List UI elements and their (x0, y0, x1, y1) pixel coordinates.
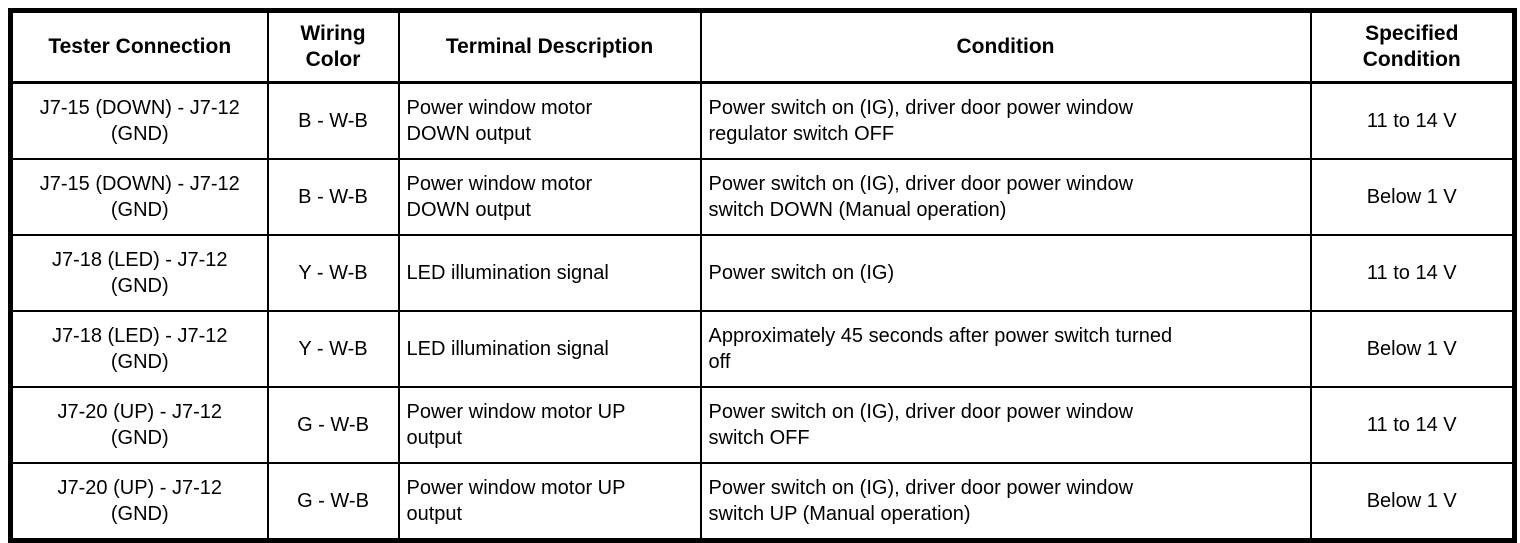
cell-condition: Approximately 45 seconds after power swi… (699, 310, 1312, 388)
cell-wiring-color: G - W-B (266, 462, 400, 542)
table-row: J7-15 (DOWN) - J7-12 (GND) B - W-B Power… (9, 158, 1516, 236)
header-wiring-color: Wiring Color (266, 9, 400, 84)
table-row: J7-15 (DOWN) - J7-12 (GND) B - W-B Power… (9, 81, 1516, 160)
cell-wiring-color: B - W-B (266, 81, 400, 160)
cell-terminal-description: Power window motor DOWN output (397, 158, 702, 236)
cell-terminal-description: Power window motor UP output (397, 386, 702, 464)
cell-condition: Power switch on (IG) (699, 234, 1312, 312)
cell-condition: Power switch on (IG), driver door power … (699, 158, 1312, 236)
cell-wiring-color: B - W-B (266, 158, 400, 236)
cell-specified-condition: 11 to 14 V (1309, 81, 1516, 160)
cell-terminal-description: LED illumination signal (397, 234, 702, 312)
cell-tester-connection: J7-18 (LED) - J7-12 (GND) (9, 234, 269, 312)
table-row: J7-18 (LED) - J7-12 (GND) Y - W-B LED il… (9, 234, 1516, 312)
cell-condition: Power switch on (IG), driver door power … (699, 81, 1312, 160)
cell-terminal-description: Power window motor DOWN output (397, 81, 702, 160)
cell-condition: Power switch on (IG), driver door power … (699, 462, 1312, 542)
cell-wiring-color: Y - W-B (266, 234, 400, 312)
cell-terminal-description: LED illumination signal (397, 310, 702, 388)
table-row: J7-18 (LED) - J7-12 (GND) Y - W-B LED il… (9, 310, 1516, 388)
cell-specified-condition: 11 to 14 V (1309, 234, 1516, 312)
header-condition: Condition (699, 9, 1312, 84)
cell-tester-connection: J7-20 (UP) - J7-12 (GND) (9, 462, 269, 542)
cell-tester-connection: J7-15 (DOWN) - J7-12 (GND) (9, 158, 269, 236)
cell-specified-condition: Below 1 V (1309, 158, 1516, 236)
table-header-row: Tester Connection Wiring Color Terminal … (9, 9, 1516, 84)
cell-terminal-description: Power window motor UP output (397, 462, 702, 542)
tester-connection-spec-table: Tester Connection Wiring Color Terminal … (8, 8, 1517, 543)
cell-condition: Power switch on (IG), driver door power … (699, 386, 1312, 464)
cell-specified-condition: Below 1 V (1309, 462, 1516, 542)
header-tester-connection: Tester Connection (9, 9, 269, 84)
header-specified-condition: Specified Condition (1309, 9, 1516, 84)
cell-specified-condition: Below 1 V (1309, 310, 1516, 388)
cell-wiring-color: G - W-B (266, 386, 400, 464)
cell-tester-connection: J7-15 (DOWN) - J7-12 (GND) (9, 81, 269, 160)
cell-tester-connection: J7-18 (LED) - J7-12 (GND) (9, 310, 269, 388)
cell-wiring-color: Y - W-B (266, 310, 400, 388)
table-row: J7-20 (UP) - J7-12 (GND) G - W-B Power w… (9, 462, 1516, 542)
header-terminal-description: Terminal Description (397, 9, 702, 84)
cell-tester-connection: J7-20 (UP) - J7-12 (GND) (9, 386, 269, 464)
table-row: J7-20 (UP) - J7-12 (GND) G - W-B Power w… (9, 386, 1516, 464)
cell-specified-condition: 11 to 14 V (1309, 386, 1516, 464)
